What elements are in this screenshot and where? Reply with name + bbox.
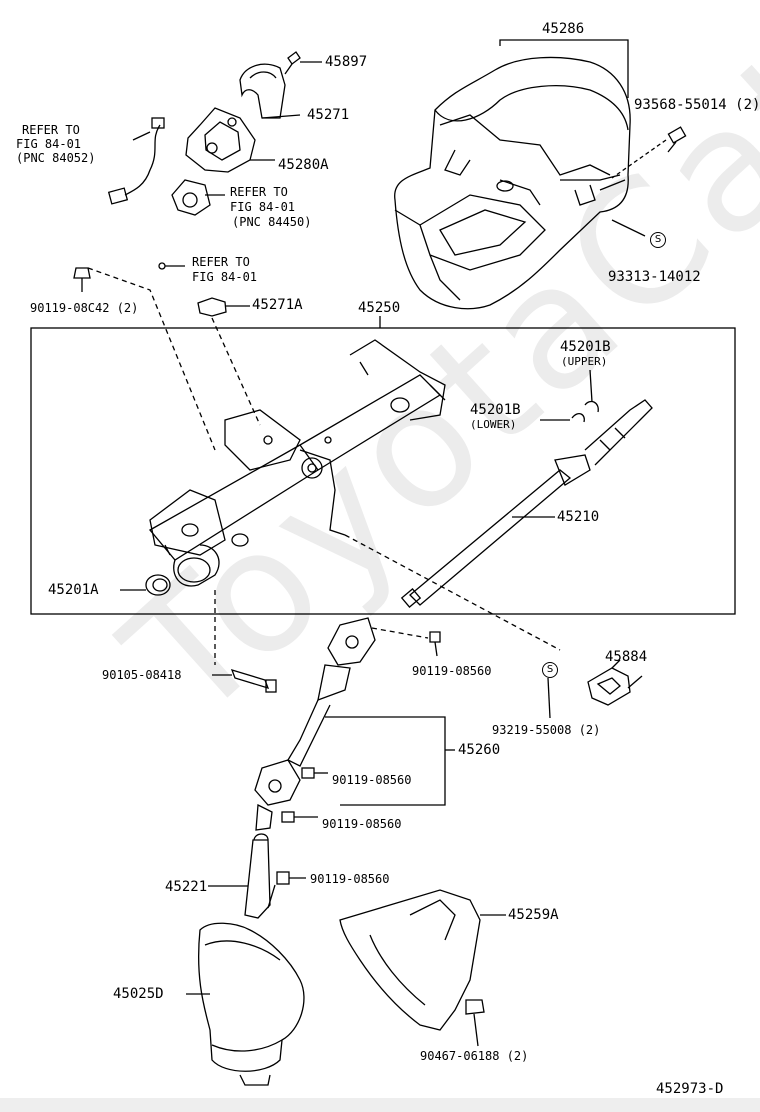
- bolt-90119-08C42: [73, 267, 91, 292]
- column-tube-45250: [149, 339, 446, 587]
- cover-bracket: [499, 39, 629, 98]
- refer-note-1-line3: (PNC 84052): [16, 151, 96, 165]
- switch-45280A: [185, 107, 275, 173]
- bushing-45201A: [120, 574, 171, 596]
- refer-note-2-line2: FIG 84-01: [230, 200, 296, 214]
- label-90119-08560-a: 90119-08560: [412, 664, 492, 678]
- boot-45025D: [186, 922, 305, 1086]
- label-45884: 45884: [605, 649, 648, 665]
- label-90119-08C42: 90119-08C42 (2): [30, 301, 139, 315]
- screw-45897: [284, 51, 322, 75]
- bushing-45201B-upper: [584, 369, 599, 413]
- bolt-90119-a: [429, 631, 441, 657]
- label-45271: 45271: [307, 107, 350, 123]
- sensor-84450: [171, 179, 225, 216]
- label-90467-06188: 90467-06188 (2): [420, 1049, 529, 1063]
- refer-note-3-line2: FIG 84-01: [192, 270, 258, 284]
- label-45286: 45286: [542, 21, 585, 37]
- wire-harness-84052: [107, 117, 165, 205]
- label-45221: 45221: [165, 879, 208, 895]
- label-90119-08560-d: 90119-08560: [310, 872, 390, 886]
- s-symbol-icon: S: [542, 662, 558, 678]
- refer-note-2-line3: (PNC 84450): [232, 215, 312, 229]
- refer-note-2-line1: REFER TO: [230, 185, 288, 199]
- clip-45271A: [197, 297, 250, 317]
- label-45897: 45897: [325, 54, 368, 70]
- label-93568: 93568-55014 (2): [634, 97, 760, 113]
- bottom-strip: [0, 1098, 760, 1112]
- bushing-45201B-lower: [540, 413, 585, 423]
- label-45201B-upper: 45201B: [560, 339, 611, 355]
- clamp-45271: [239, 63, 301, 119]
- label-93313: 93313-14012: [608, 269, 701, 285]
- boot-45884: [587, 659, 631, 706]
- refer-note-1-line1: REFER TO: [22, 123, 80, 137]
- column-cover-45286: [394, 56, 631, 310]
- column-assembly-box: [30, 327, 736, 615]
- label-45210: 45210: [557, 509, 600, 525]
- note-upper: (UPPER): [561, 355, 608, 368]
- label-45260: 45260: [458, 742, 501, 758]
- label-45259A: 45259A: [508, 907, 559, 923]
- refer-note-1-line2: FIG 84-01: [16, 137, 82, 151]
- label-93219-55008: 93219-55008 (2): [492, 723, 601, 737]
- s-symbol-icon: S: [650, 232, 666, 248]
- note-lower: (LOWER): [470, 418, 517, 431]
- bolt-90119-d: [267, 871, 306, 909]
- label-90105-08418: 90105-08418: [102, 668, 182, 682]
- label-45271A: 45271A: [252, 297, 303, 313]
- clip-90467: [465, 999, 485, 1047]
- pin-84-01: [158, 262, 185, 270]
- bolt-90105-08418: [212, 668, 277, 693]
- shaft-bracket: [325, 716, 446, 806]
- label-90119-08560-b: 90119-08560: [332, 773, 412, 787]
- label-45280A: 45280A: [278, 157, 329, 173]
- bolt-90119-b: [301, 767, 328, 779]
- label-45250: 45250: [358, 300, 401, 316]
- label-90119-08560-c: 90119-08560: [322, 817, 402, 831]
- label-45201A: 45201A: [48, 582, 99, 598]
- intermediate-shaft-45260: [254, 617, 376, 831]
- main-shaft-45210: [400, 399, 653, 609]
- label-45025D: 45025D: [113, 986, 164, 1002]
- cover-45259A: [339, 889, 506, 1031]
- shaft-45221: [208, 833, 271, 919]
- bolt-90119-c: [281, 811, 318, 823]
- figure-id: 452973-D: [656, 1081, 724, 1097]
- screw-93568: [667, 126, 687, 153]
- refer-note-3-line1: REFER TO: [192, 255, 250, 269]
- label-45201B-lower: 45201B: [470, 402, 521, 418]
